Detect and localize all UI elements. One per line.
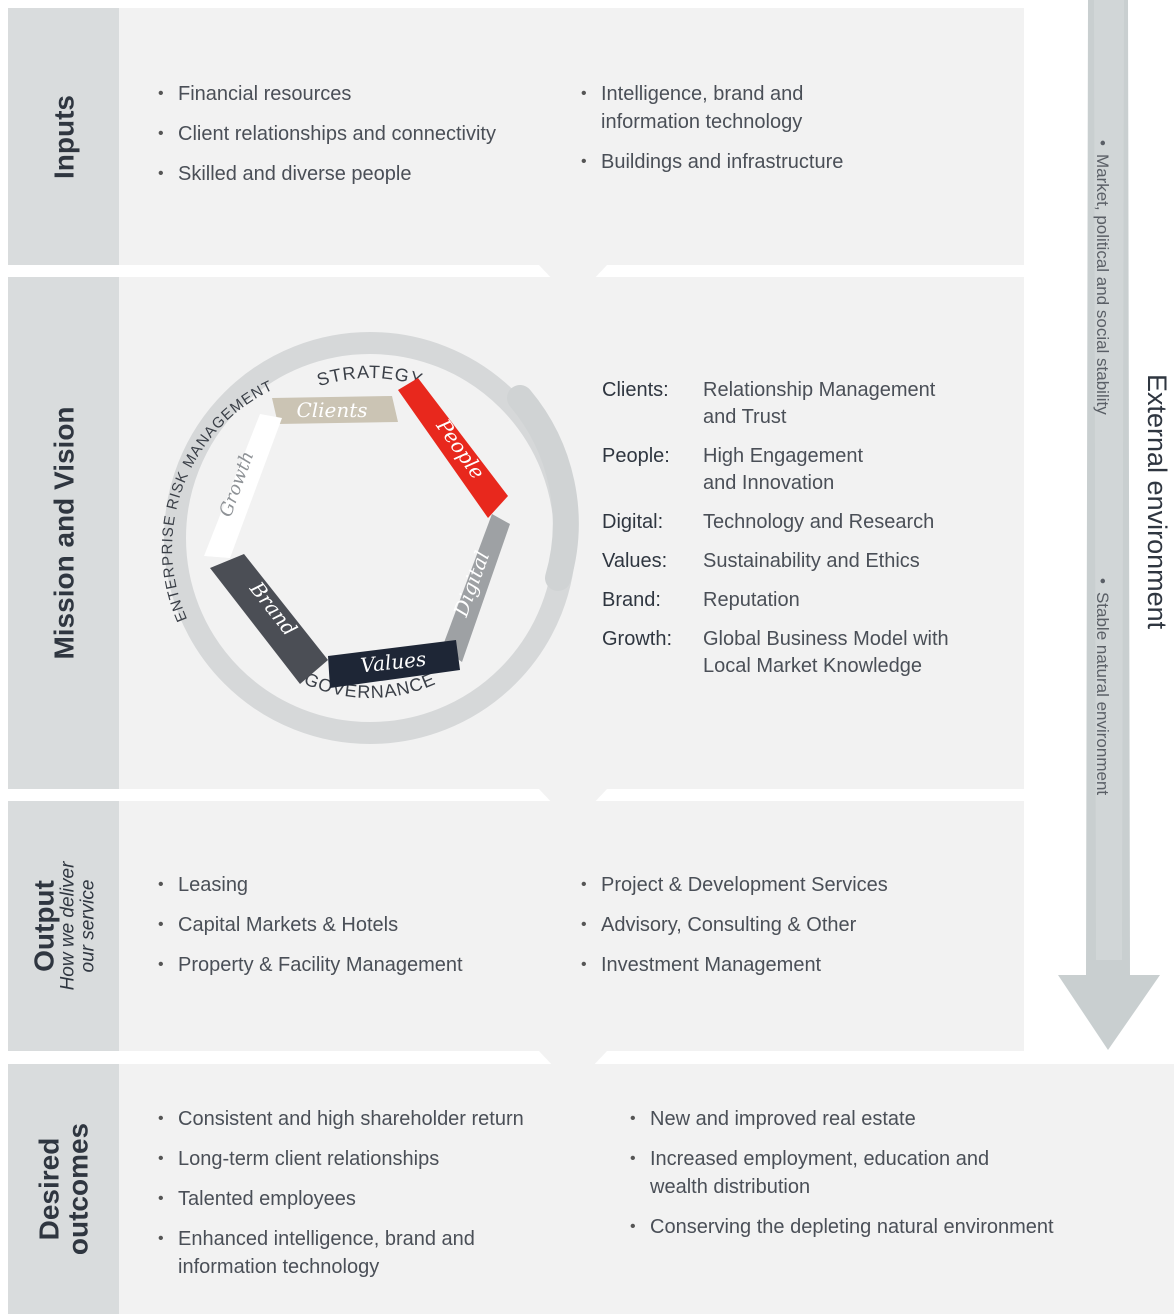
pillar-name: Growth: (602, 628, 673, 650)
list-item: Client relationships and connectivity (156, 120, 556, 148)
pillar-desc: Technology and Research (703, 511, 935, 533)
outcomes-title: Desired outcomes (33, 1122, 94, 1256)
pillars-list: Clients: Relationship Management and Trus… (602, 377, 982, 692)
inputs-list-left: Financial resources Client relationships… (156, 80, 556, 200)
list-item: Project & Development Services (579, 871, 959, 899)
inputs-title: Inputs (47, 94, 79, 179)
pillar-desc: Sustainability and Ethics (703, 550, 920, 572)
list-item: Increased employment, education and weal… (628, 1145, 1020, 1201)
pillar-name: Values: (602, 550, 668, 572)
list-item: Financial resources (156, 80, 556, 108)
external-item-market-stability: •Market, political and social stability (1093, 140, 1112, 415)
hex-segment-brand (210, 554, 328, 684)
pillar-row-people: People: High Engagement and Innovation (602, 443, 982, 497)
list-item: New and improved real estate (628, 1105, 1068, 1133)
inputs-tab: Inputs (8, 8, 119, 265)
hex-label-clients: Clients (296, 398, 367, 422)
hex-segment-digital (442, 514, 510, 662)
list-item: Conserving the depleting natural environ… (628, 1213, 1068, 1241)
inputs-to-mission-notch (539, 265, 607, 301)
output-title-block: Output How we deliver our service (27, 849, 99, 1004)
output-tab: Output How we deliver our service (8, 801, 119, 1051)
output-to-outcomes-notch (539, 1051, 607, 1087)
list-item: Long-term client relationships (156, 1145, 536, 1173)
list-item: Capital Markets & Hotels (156, 911, 536, 939)
hex-segment-people (398, 378, 508, 518)
external-item-natural-environment: •Stable natural environment (1093, 578, 1112, 796)
hex-segment-growth (204, 414, 282, 558)
pillar-row-values: Values: Sustainability and Ethics (602, 548, 982, 575)
list-item: Leasing (156, 871, 536, 899)
pillar-row-clients: Clients: Relationship Management and Trus… (602, 377, 982, 431)
outcomes-list-right: New and improved real estate Increased e… (628, 1105, 1068, 1253)
external-environment-title: External environment (1142, 374, 1172, 630)
list-item: Property & Facility Management (156, 951, 536, 979)
list-item: Advisory, Consulting & Other (579, 911, 959, 939)
pillar-name: Digital: (602, 511, 664, 533)
pillar-name: Brand: (602, 589, 661, 611)
list-item: Talented employees (156, 1185, 536, 1213)
list-item: Investment Management (579, 951, 959, 979)
list-item: Enhanced intelligence, brand and informa… (156, 1225, 498, 1281)
hex-segment-clients (272, 396, 398, 424)
mission-title: Mission and Vision (47, 406, 79, 660)
list-item: Intelligence, brand and information tech… (579, 80, 849, 136)
hex-segment-values (328, 640, 460, 688)
hexagon-segments (204, 378, 510, 688)
pillar-row-brand: Brand: Reputation (602, 587, 982, 614)
output-subtitle: How we deliver our service (57, 861, 99, 991)
pillar-desc: Reputation (703, 589, 800, 611)
list-item: Skilled and diverse people (156, 160, 556, 188)
strategy-ring-diagram: STRATEGY GOVERNANCE ENTERPRISE RISK MANA… (160, 332, 579, 744)
outcomes-tab: Desired outcomes (8, 1064, 119, 1314)
inputs-list-right: Intelligence, brand and information tech… (579, 80, 849, 188)
pillar-desc: High Engagement and Innovation (703, 445, 864, 494)
pillar-row-growth: Growth: Global Business Model with Local … (602, 626, 982, 680)
mission-tab: Mission and Vision (8, 277, 119, 789)
list-item: Buildings and infrastructure (579, 148, 849, 176)
pillar-desc: Global Business Model with Local Market … (703, 628, 949, 677)
outcomes-list-left: Consistent and high shareholder return L… (156, 1105, 536, 1293)
pillar-desc: Relationship Management and Trust (703, 379, 936, 428)
output-title: Output (27, 880, 59, 972)
pillar-name: People: (602, 445, 670, 467)
pillar-name: Clients: (602, 379, 669, 401)
mission-to-output-notch (539, 789, 607, 825)
pillar-row-digital: Digital: Technology and Research (602, 509, 982, 536)
output-list-left: Leasing Capital Markets & Hotels Propert… (156, 871, 536, 991)
list-item: Consistent and high shareholder return (156, 1105, 536, 1133)
output-list-right: Project & Development Services Advisory,… (579, 871, 959, 991)
